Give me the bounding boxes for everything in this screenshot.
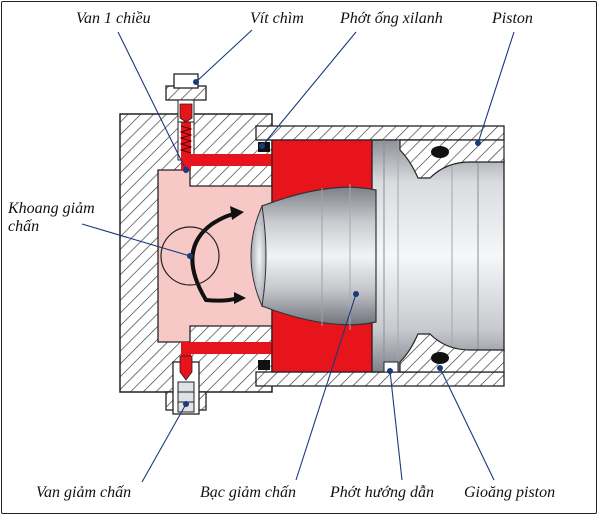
spring [179, 125, 193, 154]
leader-lines [81, 29, 515, 483]
check-valve-top [165, 73, 207, 161]
leader-dots [183, 79, 481, 407]
label-cylinder-seal: Phớt ống xilanh [340, 10, 443, 27]
cushion-bushing [250, 184, 377, 330]
label-guide-seal: Phớt hướng dẫn [330, 484, 435, 501]
fluid-passages [181, 154, 272, 356]
piston-gasket-top [431, 146, 449, 158]
label-cushion-chamber: Khoang giảm chấn [8, 200, 95, 235]
cylinder-barrel [255, 125, 505, 387]
piston-gasket-bottom [431, 352, 449, 364]
flow-arrow-head-bottom [234, 292, 246, 304]
label-set-screw: Vít chìm [250, 10, 304, 27]
label-check-valve: Van 1 chiều [76, 10, 151, 27]
piston-body [371, 139, 505, 373]
flow-arrow-head-top [230, 206, 244, 220]
barrel-seal-bottom [258, 360, 270, 370]
label-damping-valve: Van giảm chấn [36, 484, 132, 501]
label-cushion-bushing: Bạc giảm chấn [200, 484, 296, 501]
label-piston-gasket: Gioăng piston [464, 484, 556, 501]
chamber-circle [160, 226, 220, 286]
label-piston: Piston [492, 10, 533, 27]
